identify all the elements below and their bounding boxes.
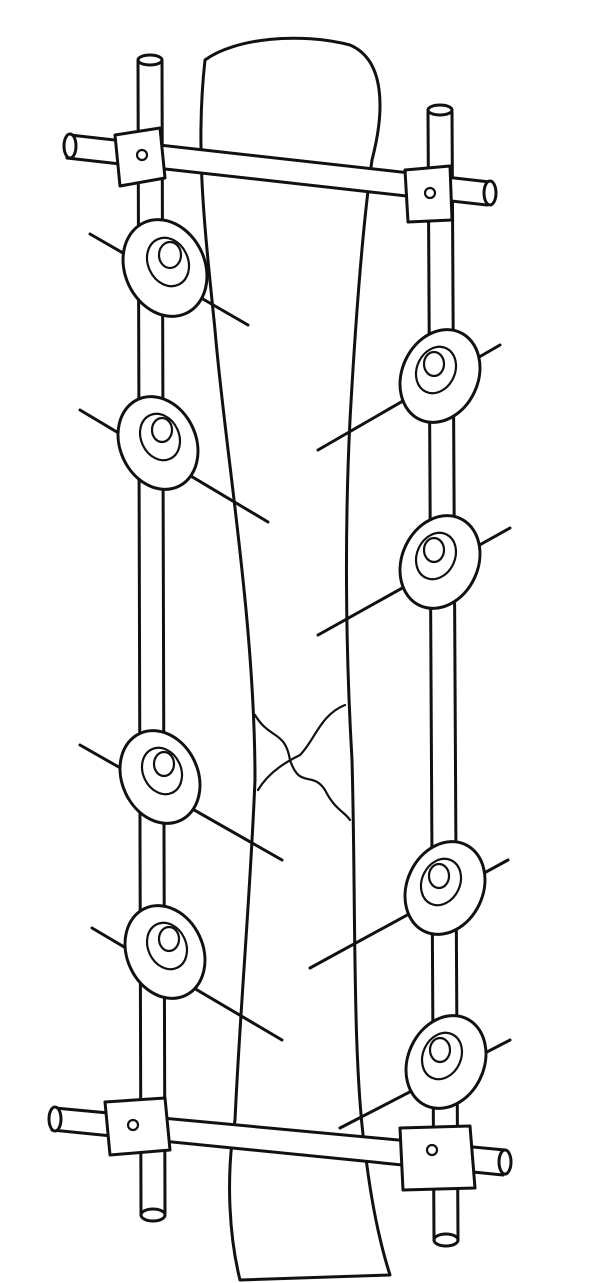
right-clamp-2 — [316, 514, 512, 637]
left-clamp-4 — [90, 904, 284, 1042]
right-clamp-3 — [308, 840, 510, 970]
top-cross-rod — [62, 126, 498, 224]
bottom-cross-rod — [47, 1096, 513, 1192]
left-clamp-3 — [78, 729, 284, 862]
right-clamp-1 — [316, 328, 502, 452]
fracture-line — [253, 703, 352, 822]
left-clamp-1 — [88, 218, 250, 327]
bone-outline — [199, 36, 392, 1282]
left-clamp-2 — [78, 395, 270, 524]
right-clamp-4 — [338, 1014, 512, 1130]
